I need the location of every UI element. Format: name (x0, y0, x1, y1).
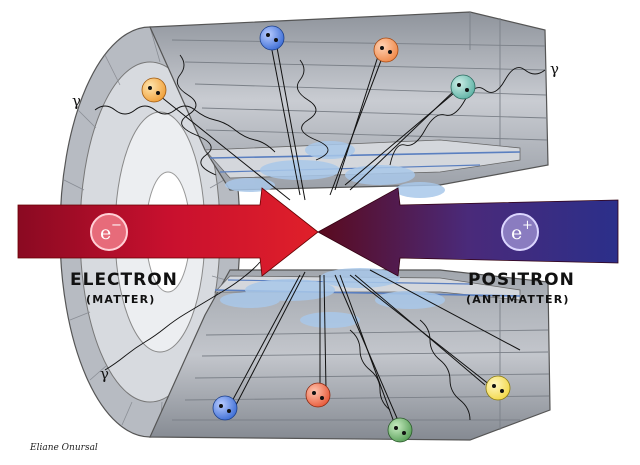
electron-label: ELECTRON (70, 270, 178, 290)
particle-ball (387, 417, 413, 443)
particle-ball (212, 395, 238, 421)
gamma-label-top-left: γ (72, 92, 81, 110)
gamma-label-top-right: γ (550, 60, 559, 78)
positron-sup: + (522, 218, 533, 233)
particle-ball (259, 25, 285, 51)
electron-beam-arrow: e − (17, 187, 319, 277)
electron-sup: − (111, 218, 122, 233)
particle-ball (373, 37, 399, 63)
electron-symbol: e (100, 222, 111, 244)
gamma-label-bottom-left: γ (100, 365, 109, 383)
positron-sub-label: (ANTIMATTER) (466, 293, 570, 306)
electron-sub-label: (MATTER) (86, 293, 156, 306)
positron-beam-arrow: e + (317, 187, 619, 277)
artist-credit: Eliane Onursal (30, 443, 98, 453)
particle-tracks (154, 39, 521, 426)
positron-label: POSITRON (468, 270, 575, 290)
particle-ball (485, 375, 511, 401)
particle-ball (141, 77, 167, 103)
particle-spray (220, 141, 445, 328)
particle-ball (305, 382, 331, 408)
gamma-rays (94, 54, 546, 421)
positron-symbol: e (511, 222, 522, 244)
particle-ball (450, 74, 476, 100)
